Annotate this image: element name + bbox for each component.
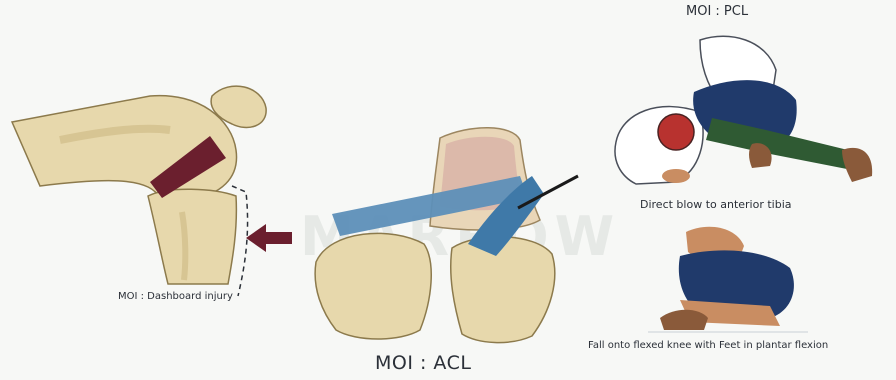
fall-onto-knee-illustration	[648, 227, 808, 332]
acl-caption: MOI : ACL	[375, 352, 471, 374]
acl-illustration	[315, 128, 578, 343]
tibia-condyle-left	[315, 233, 431, 339]
force-arrow	[246, 224, 292, 252]
player-shoe	[842, 148, 872, 182]
player-torso	[615, 107, 703, 184]
dashboard-caption: MOI : Dashboard injury	[118, 291, 233, 302]
kneeling-foot	[660, 310, 708, 330]
fall-caption: Fall onto flexed knee with Feet in plant…	[588, 340, 828, 351]
direct-blow-illustration	[615, 36, 872, 184]
dashboard-injury-illustration	[12, 86, 292, 296]
helmet	[658, 114, 694, 150]
pcl-title: MOI : PCL	[686, 4, 748, 19]
direct-blow-caption: Direct blow to anterior tibia	[640, 198, 792, 211]
tibia-bone	[148, 189, 236, 284]
player-hand	[662, 169, 690, 183]
tibia-condyle-right	[451, 237, 555, 343]
